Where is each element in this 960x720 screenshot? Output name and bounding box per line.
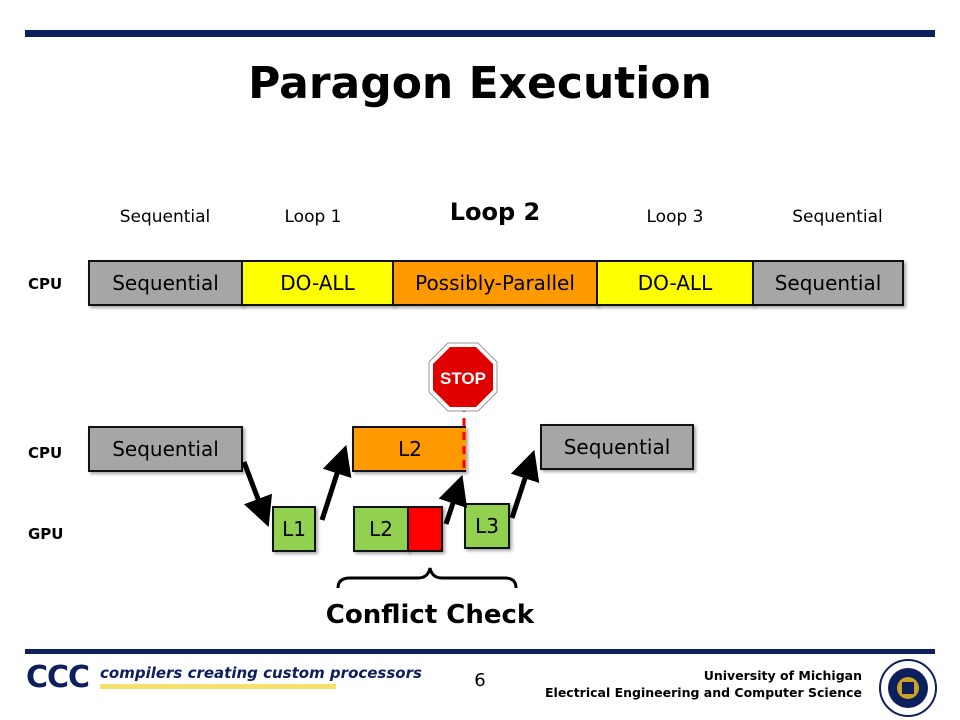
phase-label-loop-3: Loop 3 [646, 207, 704, 227]
department-name: Electrical Engineering and Computer Scie… [545, 685, 862, 700]
gpu-l3: L3 [464, 503, 510, 549]
phase-label-sequential-1: Sequential [119, 207, 211, 227]
university-name: University of Michigan [703, 668, 862, 683]
university-seal-icon [879, 659, 937, 717]
gpu-l1: L1 [272, 506, 316, 552]
bottom-rule [25, 649, 935, 654]
university-label: University of Michigan Electrical Engine… [545, 667, 862, 701]
row-label-cpu-top: CPU [28, 275, 63, 293]
arrow-l3-to-cpu [509, 449, 540, 519]
page-number: 6 [474, 670, 486, 691]
timeline-doall-2: DO-ALL [596, 260, 754, 306]
phase-label-loop-1: Loop 1 [284, 207, 342, 227]
row-label-cpu: CPU [28, 444, 63, 462]
arrow-cpu-to-l1 [241, 461, 273, 528]
timeline-sequential-1: Sequential [88, 260, 243, 306]
gpu-l2-conflict [407, 506, 443, 552]
phase-label-loop-2: Loop 2 [449, 198, 541, 226]
ccc-logo: CCC [26, 660, 90, 695]
paragon-cpu-l2: L2 [352, 426, 466, 472]
top-rule [25, 30, 935, 37]
stop-sign-text: STOP [440, 369, 486, 388]
arrow-l1-to-l2 [319, 444, 352, 521]
row-label-gpu: GPU [28, 525, 64, 543]
conflict-brace [336, 567, 518, 589]
timeline-sequential-2: Sequential [752, 260, 904, 306]
ccc-tagline: compilers creating custom processors [100, 664, 422, 682]
conflict-check-label: Conflict Check [325, 600, 535, 630]
gpu-l2: L2 [353, 506, 409, 552]
slide-title: Paragon Execution [248, 58, 712, 109]
paragon-cpu-sequential-2: Sequential [540, 424, 694, 470]
tagline-underline [100, 684, 336, 689]
paragon-cpu-sequential-1: Sequential [88, 426, 243, 472]
timeline-possibly-parallel: Possibly-Parallel [392, 260, 598, 306]
arrow-l2-to-l3 [438, 474, 468, 525]
stop-sign-icon: STOP [428, 342, 498, 412]
phase-label-sequential-2: Sequential [792, 207, 883, 227]
